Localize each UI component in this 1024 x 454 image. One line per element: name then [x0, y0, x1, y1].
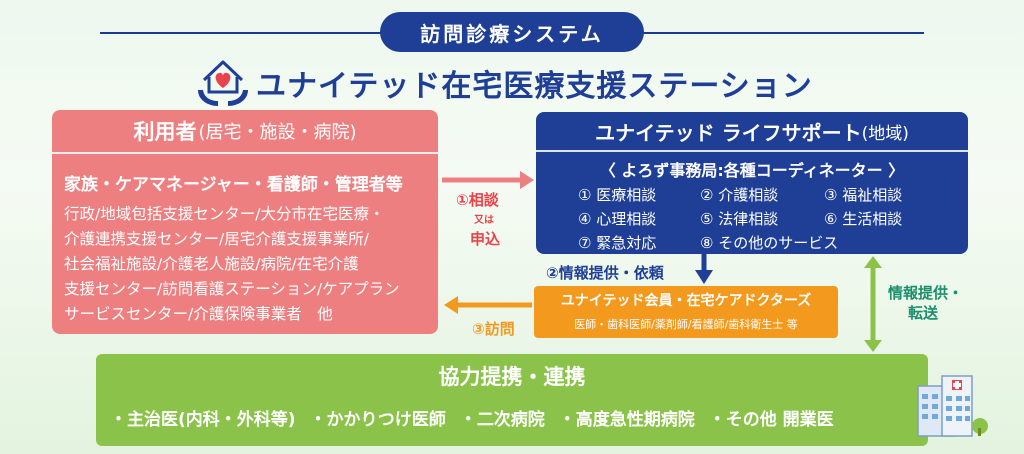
- transfer-label-1: 情報提供・: [888, 284, 964, 302]
- home-care-logo-icon: [198, 60, 248, 106]
- service-item: ⑦ 緊急対応: [578, 234, 657, 252]
- visit-label: ③訪問: [472, 320, 515, 338]
- cooperation-item: ・かかりつけ医師: [309, 409, 446, 430]
- cooperation-item: ・その他 開業医: [708, 409, 834, 430]
- page-title: ユナイテッド在宅医療支援ステーション: [256, 69, 813, 104]
- cooperation-item: ・主治医(内科・外科等): [110, 409, 296, 430]
- service-list: ① 医療相談 ② 介護相談 ③ 福祉相談 ④ 心理相談 ⑤ 法律相談 ⑥ 生活相…: [578, 184, 958, 253]
- consult-label: ①相談: [456, 191, 499, 209]
- transfer-arrow: [864, 256, 882, 352]
- user-subtitle: 家族・ケアマネージャー・看護師・管理者等: [64, 175, 403, 195]
- system-badge: 訪問診療システム: [380, 12, 644, 52]
- support-box: [536, 112, 968, 254]
- visit-arrow: [444, 296, 532, 314]
- service-item: ⑤ 法律相談: [700, 210, 779, 228]
- cooperation-title: 協力提携・連携: [438, 365, 586, 389]
- member-box: [534, 286, 838, 338]
- user-box-title: 利用者(居宅・施設・病院): [52, 110, 438, 154]
- info-request-label: ②情報提供・依頼: [546, 264, 664, 282]
- service-item: ② 介護相談: [700, 186, 779, 204]
- cooperation-item: ・高度急性期病院: [558, 409, 695, 430]
- support-title-sub: (地域): [861, 123, 909, 144]
- support-title-text: ユナイテッド ライフサポート: [595, 120, 862, 145]
- cooperation-list: ・主治医(内科・外科等) ・かかりつけ医師 ・二次病院 ・高度急性期病院 ・その…: [110, 402, 930, 432]
- support-subtitle: 〈 よろず事務局:各種コーディネーター 〉: [599, 161, 905, 180]
- user-title-text: 利用者: [133, 120, 197, 144]
- support-box-title: ユナイテッド ライフサポート(地域): [536, 112, 968, 152]
- service-item: ⑧ その他のサービス: [700, 234, 839, 252]
- service-item: ⑥ 生活相談: [824, 210, 903, 228]
- hospital-building-icon: [917, 375, 988, 437]
- consult-arrow: [442, 171, 534, 189]
- transfer-label-2: 転送: [908, 304, 939, 322]
- service-item: ④ 心理相談: [578, 210, 657, 228]
- user-organizations: 行政/地域包括支援センター/大分市在宅医療・ 介護連携支援センター/居宅介護支援…: [64, 205, 400, 323]
- user-box: [52, 110, 438, 334]
- consult-or-label: 又は: [474, 215, 494, 226]
- member-title: ユナイテッド会員・在宅ケアドクターズ: [560, 293, 812, 309]
- user-title-sub: (居宅・施設・病院): [198, 122, 357, 143]
- cooperation-item: ・二次病院: [459, 409, 545, 430]
- service-item: ① 医療相談: [578, 186, 657, 204]
- cooperation-box: [96, 354, 928, 446]
- member-subtitle: 医師・歯科医師/薬剤師/看護師/歯科衛生士 等: [574, 318, 798, 331]
- service-item: ③ 福祉相談: [824, 186, 903, 204]
- apply-label: 申込: [470, 230, 501, 248]
- info-request-arrow: [695, 254, 713, 284]
